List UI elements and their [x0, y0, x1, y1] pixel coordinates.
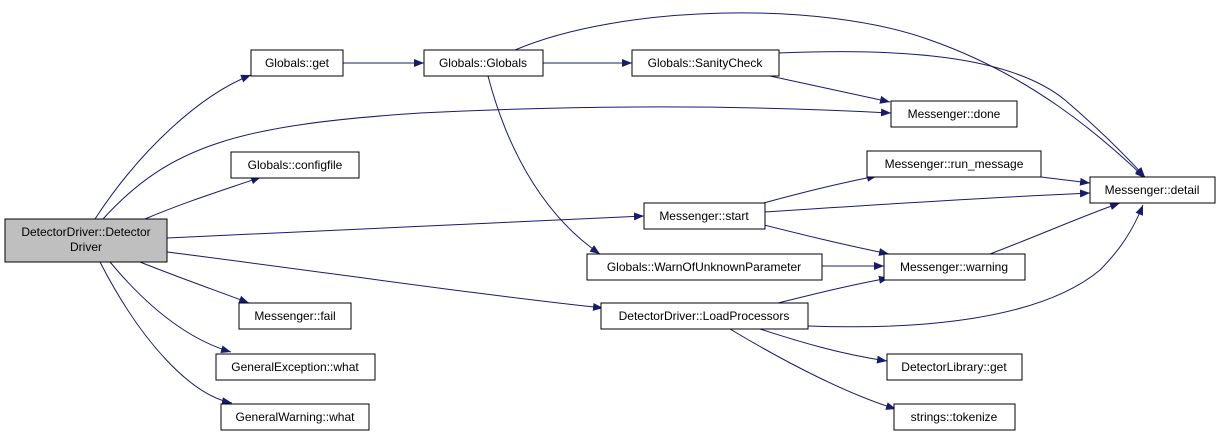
edge-run-message-to-detail	[1040, 176, 1091, 186]
node-messenger-done[interactable]: Messenger::done	[890, 100, 1018, 128]
node-detectorlibrary-get-label: DetectorLibrary::get	[901, 360, 1007, 374]
node-detectordriver-detectordriver-label-line1: DetectorDriver::Detector	[21, 225, 150, 239]
node-globals-get[interactable]: Globals::get	[250, 49, 344, 77]
edge-globals-globals-to-messenger-detail	[514, 12, 1146, 179]
edge-loadprocessors-to-warning	[769, 275, 890, 306]
edge-root-to-loadprocessors	[166, 251, 604, 311]
edge-loadprocessors-to-detail	[807, 204, 1144, 328]
edge-root-to-globals-get	[94, 74, 252, 220]
node-globals-configfile-label: Globals::configfile	[248, 158, 343, 172]
node-strings-tokenize-label: strings::tokenize	[911, 410, 998, 424]
node-globals-sanitycheck[interactable]: Globals::SanityCheck	[631, 49, 780, 77]
node-globals-globals[interactable]: Globals::Globals	[423, 49, 544, 77]
node-messenger-fail[interactable]: Messenger::fail	[238, 302, 352, 330]
node-messenger-fail-label: Messenger::fail	[254, 309, 335, 323]
edge-root-to-globals-configfile	[144, 176, 262, 220]
node-messenger-run-message-label: Messenger::run_message	[885, 157, 1024, 171]
edge-loadprocessors-to-detectorlibrary-get	[759, 328, 888, 364]
node-messenger-warning[interactable]: Messenger::warning	[883, 253, 1026, 281]
edge-start-to-messenger-warning	[759, 223, 890, 256]
node-detectordriver-detectordriver-label-line2: Driver	[70, 240, 102, 254]
edge-warning-to-detail	[989, 202, 1121, 255]
node-messenger-warning-label: Messenger::warning	[900, 260, 1008, 274]
node-globals-get-label: Globals::get	[265, 56, 330, 70]
node-globals-globals-label: Globals::Globals	[439, 56, 527, 70]
nodes: DetectorDriver::Detector Driver Globals:…	[4, 49, 1216, 431]
edge-sanitycheck-to-messenger-done	[769, 75, 891, 104]
node-detectorlibrary-get[interactable]: DetectorLibrary::get	[886, 353, 1023, 381]
node-generalexception-what-label: GeneralException::what	[231, 360, 359, 374]
node-messenger-detail-label: Messenger::detail	[1105, 183, 1200, 197]
node-messenger-start[interactable]: Messenger::start	[643, 202, 766, 230]
edge-globals-globals-to-warnofunknownparameter	[487, 75, 601, 255]
node-messenger-run-message[interactable]: Messenger::run_message	[866, 150, 1042, 178]
node-generalwarning-what-label: GeneralWarning::what	[236, 410, 356, 424]
edges	[94, 12, 1146, 410]
node-globals-warnofunknownparameter[interactable]: Globals::WarnOfUnknownParameter	[586, 253, 823, 281]
node-detectordriver-loadprocessors[interactable]: DetectorDriver::LoadProcessors	[600, 302, 809, 330]
node-globals-configfile[interactable]: Globals::configfile	[230, 151, 360, 179]
node-messenger-start-label: Messenger::start	[659, 209, 749, 223]
edge-start-to-messenger-detail	[764, 189, 1091, 213]
node-messenger-done-label: Messenger::done	[908, 107, 1001, 121]
edge-loadprocessors-to-tokenize	[729, 328, 897, 410]
node-generalexception-what[interactable]: GeneralException::what	[215, 353, 376, 381]
node-strings-tokenize[interactable]: strings::tokenize	[893, 403, 1016, 431]
node-globals-warnofunknownparameter-label: Globals::WarnOfUnknownParameter	[607, 260, 801, 274]
edge-start-to-run-message	[759, 173, 878, 205]
edge-root-to-messenger-done	[102, 106, 892, 220]
node-detectordriver-detectordriver[interactable]: DetectorDriver::Detector Driver	[4, 218, 168, 263]
edge-sanitycheck-to-messenger-detail	[778, 51, 1146, 178]
node-globals-sanitycheck-label: Globals::SanityCheck	[648, 56, 764, 70]
edge-root-to-messenger-fail	[139, 261, 250, 304]
edge-root-to-generalwarning-what	[99, 261, 233, 406]
node-generalwarning-what[interactable]: GeneralWarning::what	[220, 403, 370, 431]
edge-root-to-generalexception-what	[109, 261, 232, 354]
edge-root-to-messenger-start	[166, 212, 645, 239]
node-detectordriver-loadprocessors-label: DetectorDriver::LoadProcessors	[619, 309, 790, 323]
node-messenger-detail[interactable]: Messenger::detail	[1089, 176, 1216, 204]
